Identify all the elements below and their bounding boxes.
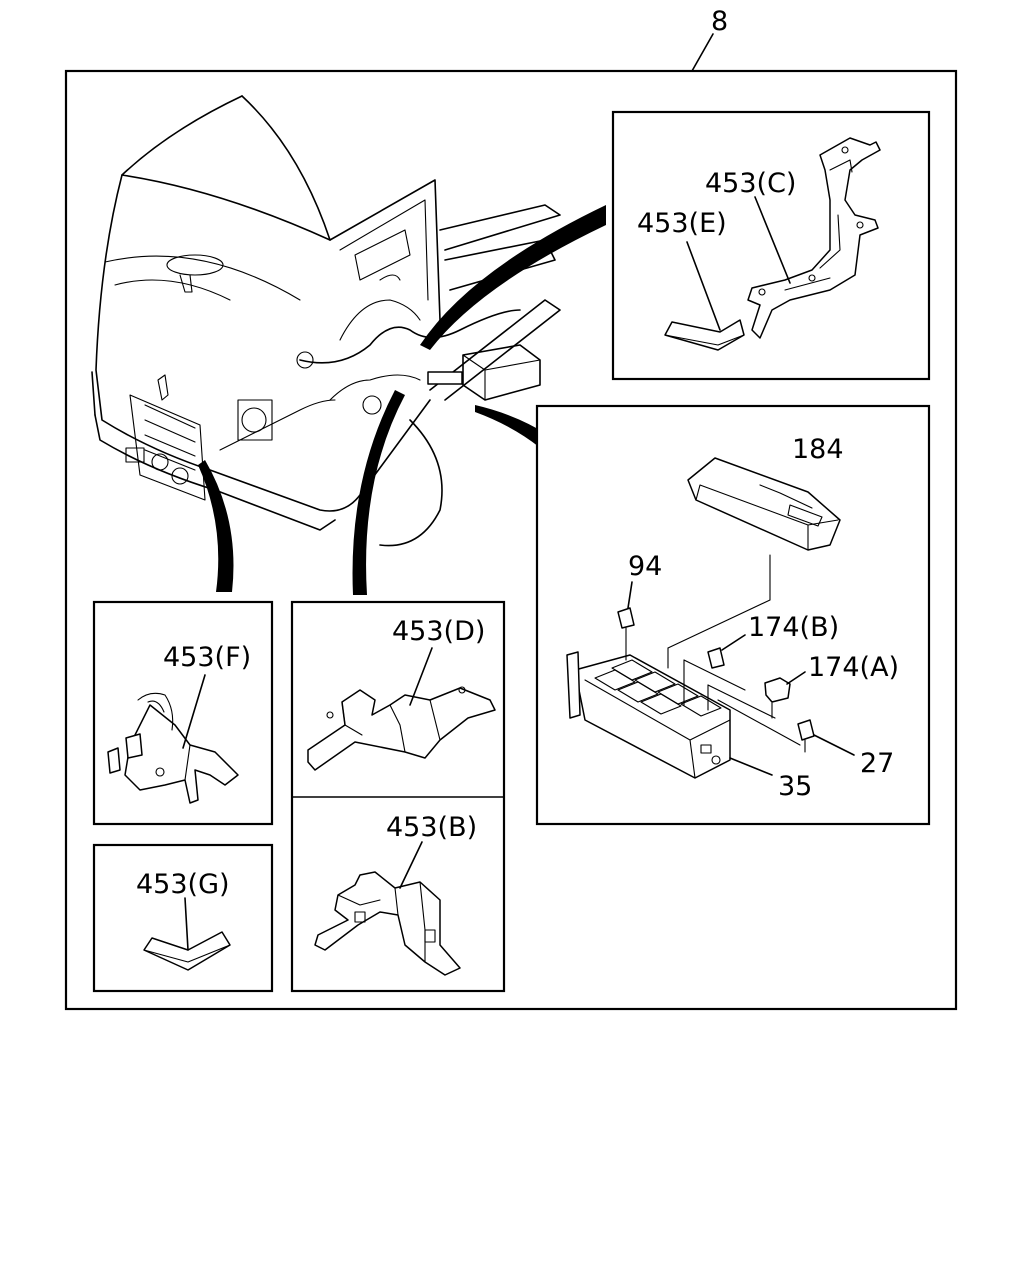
leader-small-fuse [813,734,855,756]
leader-fuse-box [729,757,773,776]
label-relay-a: 174(A) [808,652,899,683]
label-b: 453(B) [386,812,477,843]
label-c: 453(C) [705,168,796,199]
box-bracket-f [92,600,274,826]
leader-e [686,241,721,331]
label-g: 453(G) [136,869,230,900]
relay-a-drawing [707,677,791,719]
box-bracket-g [92,843,274,993]
leader-relay-a [786,671,806,685]
leader-c [754,196,791,284]
relay-b-drawing [683,647,746,706]
assembly-leader [691,33,714,72]
leader-fuse [627,581,633,609]
bracket-e-drawing [664,319,745,351]
label-e: 453(E) [637,208,727,239]
label-relay-b: 174(B) [748,612,839,643]
bracket-b-drawing [314,871,461,976]
label-fuse-box: 35 [778,771,812,802]
label-d: 453(D) [392,616,485,647]
callout-wedge-f [198,460,234,592]
label-f: 453(F) [163,642,251,673]
bracket-g-drawing [143,931,231,971]
bracket-f-drawing [107,692,239,804]
bracket-c-drawing [747,137,881,339]
box-bracket-c-e [611,110,931,381]
callout-wedge-c [420,205,606,350]
fuse-94-drawing [617,607,635,661]
leader-g [184,897,189,951]
label-cover: 184 [792,434,844,465]
fuse-27-drawing [717,699,815,746]
leader-f [182,674,206,749]
leader-d [409,647,433,706]
leader-b [399,841,423,889]
label-small-fuse: 27 [860,748,894,779]
fuse-box-cover-drawing [687,457,841,551]
leader-relay-b [721,634,746,651]
bracket-d-drawing [307,686,496,771]
label-assembly: 8 [711,6,728,37]
callout-wedge-d [352,390,405,595]
label-fuse: 94 [628,551,662,582]
fuse-box-drawing [566,651,731,779]
